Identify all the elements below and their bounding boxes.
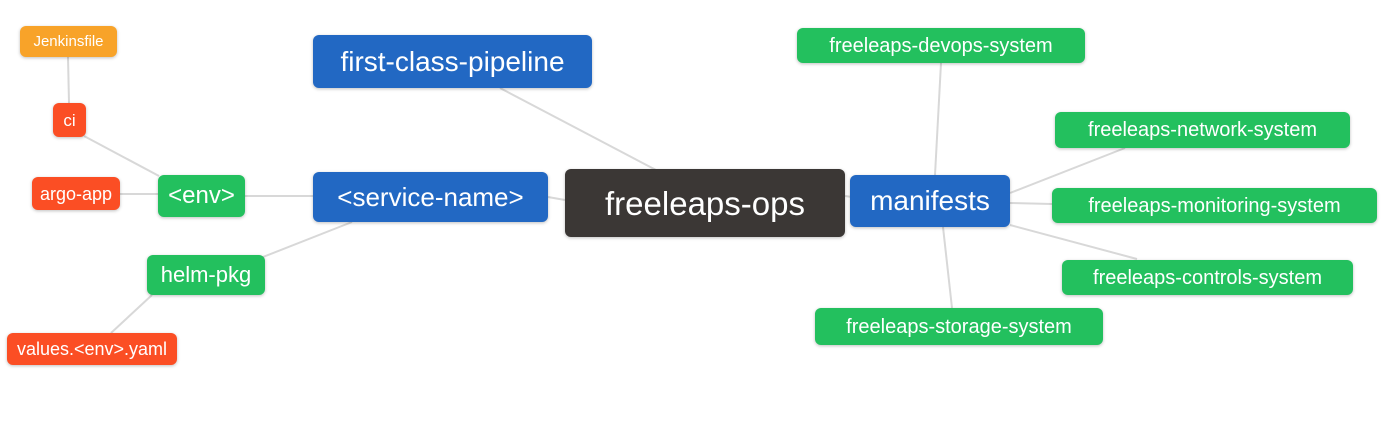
node-freeleaps-controls-system[interactable]: freeleaps-controls-system <box>1062 260 1353 295</box>
node-values-env-yaml[interactable]: values.<env>.yaml <box>7 333 177 365</box>
edge-ci-env <box>83 135 160 177</box>
edge-manifests-network <box>1009 147 1126 194</box>
node-argo-app[interactable]: argo-app <box>32 177 120 210</box>
node-first-class-pipeline[interactable]: first-class-pipeline <box>313 35 592 88</box>
node-freeleaps-storage-system[interactable]: freeleaps-storage-system <box>815 308 1103 345</box>
edge-jenkinsfile-ci <box>67 56 70 104</box>
node-freeleaps-ops-root[interactable]: freeleaps-ops <box>565 169 845 237</box>
node-ci[interactable]: ci <box>53 103 86 137</box>
edge-manifests-monitoring <box>1009 202 1053 205</box>
edge-service-helm <box>262 221 353 258</box>
edge-manifests-controls <box>1009 224 1138 260</box>
node-manifests[interactable]: manifests <box>850 175 1010 227</box>
edge-helm-values <box>110 294 153 334</box>
edge-manifests-storage <box>942 226 953 309</box>
node-freeleaps-network-system[interactable]: freeleaps-network-system <box>1055 112 1350 148</box>
node-jenkinsfile[interactable]: Jenkinsfile <box>20 26 117 57</box>
node-helm-pkg[interactable]: helm-pkg <box>147 255 265 295</box>
node-freeleaps-monitoring-system[interactable]: freeleaps-monitoring-system <box>1052 188 1377 223</box>
node-freeleaps-devops-system[interactable]: freeleaps-devops-system <box>797 28 1085 63</box>
edge-service-root <box>547 196 566 201</box>
edge-pipeline-root <box>499 87 657 171</box>
node-service-name[interactable]: <service-name> <box>313 172 548 222</box>
node-env[interactable]: <env> <box>158 175 245 217</box>
edge-manifests-devops <box>934 62 942 176</box>
